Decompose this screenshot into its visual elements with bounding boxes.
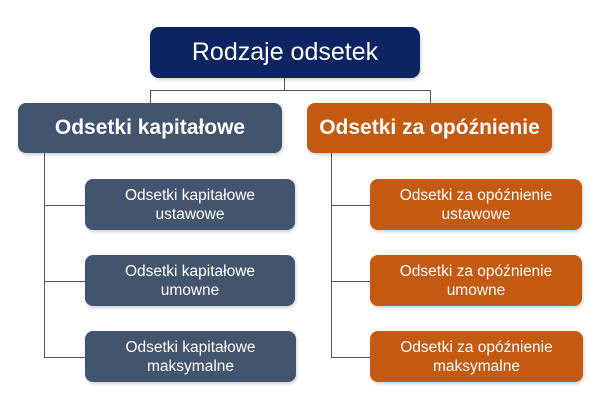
branch-node-label: Odsetki kapitałowe bbox=[54, 116, 246, 139]
child-node-line1: Odsetki kapitałowe bbox=[125, 338, 256, 356]
branch-node-label: Odsetki za opóźnienie bbox=[319, 116, 540, 139]
connector-right-vertical bbox=[331, 153, 332, 357]
connector-left-vertical bbox=[44, 153, 45, 357]
connector-right-child-3 bbox=[331, 357, 370, 358]
branch-node-kapitalowe: Odsetki kapitałowe bbox=[18, 103, 282, 153]
connector-left-child-2 bbox=[44, 281, 85, 282]
connector-right-branch-drop bbox=[430, 90, 431, 103]
connector-left-child-3 bbox=[44, 357, 85, 358]
child-node-line1: Odsetki za opóźnienie bbox=[399, 186, 553, 204]
root-node: Rodzaje odsetek bbox=[150, 27, 420, 78]
connector-right-child-1 bbox=[331, 205, 370, 206]
child-node-line2: maksymalne bbox=[147, 357, 234, 375]
child-node-line2: ustawowe bbox=[155, 205, 225, 223]
branch-node-za-opoznienie: Odsetki za opóźnienie bbox=[307, 103, 552, 153]
child-node-line2: umowne bbox=[160, 281, 220, 299]
root-node-label: Rodzaje odsetek bbox=[191, 38, 379, 66]
connector-right-child-2 bbox=[331, 281, 370, 282]
connector-root-down bbox=[284, 78, 285, 90]
child-node-line2: umowne bbox=[446, 281, 506, 299]
child-node-line1: Odsetki za opóźnienie bbox=[399, 262, 553, 280]
child-node-line2: ustawowe bbox=[441, 205, 511, 223]
child-node-line1: Odsetki kapitałowe bbox=[124, 262, 256, 280]
connector-left-branch-drop bbox=[150, 90, 151, 103]
child-node-line1: Odsetki kapitałowe bbox=[124, 186, 256, 204]
connector-root-horizontal bbox=[150, 90, 431, 91]
child-node-line2: maksymalne bbox=[432, 357, 520, 375]
child-node-line1: Odsetki za opóźnienie bbox=[400, 338, 553, 356]
connector-left-child-1 bbox=[44, 205, 85, 206]
